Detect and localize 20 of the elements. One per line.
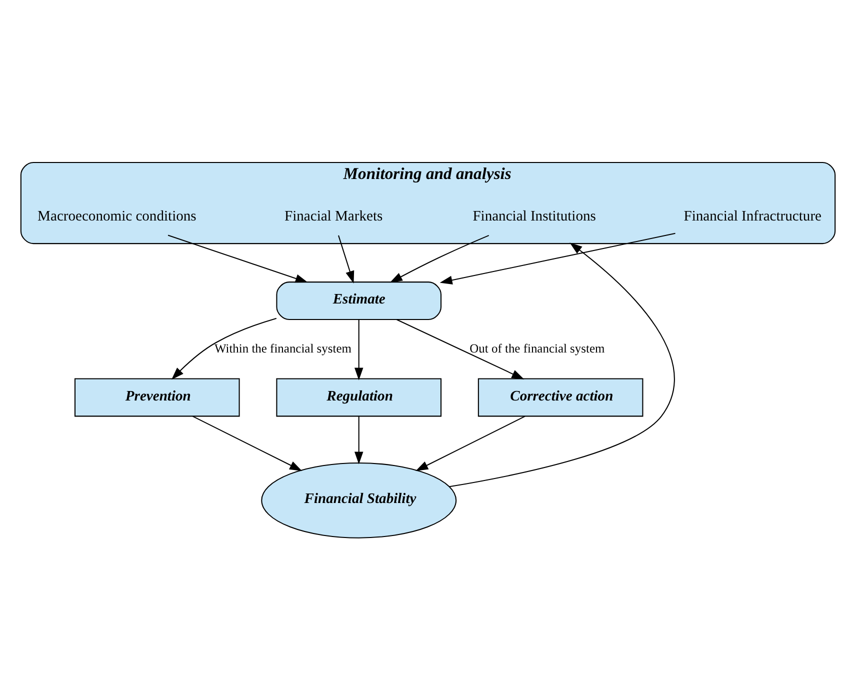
arrow	[192, 415, 302, 470]
node-text: Macroeconomic conditions	[38, 208, 196, 224]
node-box: Regulation	[276, 378, 442, 416]
edge-label: Within the financial system	[214, 340, 352, 355]
node-box: Estimate	[276, 281, 442, 320]
arrow	[440, 232, 676, 284]
arrow	[354, 416, 364, 464]
arrow	[390, 234, 490, 282]
node-text: Financial Infractructure	[684, 208, 822, 224]
arrow	[354, 319, 364, 380]
node-box: Corrective action	[478, 378, 644, 416]
arrow	[396, 318, 524, 379]
arrow	[449, 242, 675, 487]
node-text: Financial Institutions	[472, 208, 596, 224]
arrow	[168, 234, 308, 282]
node-box: Prevention	[74, 378, 240, 416]
node-text: Finacial Markets	[284, 208, 383, 224]
edge-label: Out of the financial system	[470, 340, 605, 355]
arrow	[416, 415, 526, 470]
arrow	[172, 317, 277, 380]
